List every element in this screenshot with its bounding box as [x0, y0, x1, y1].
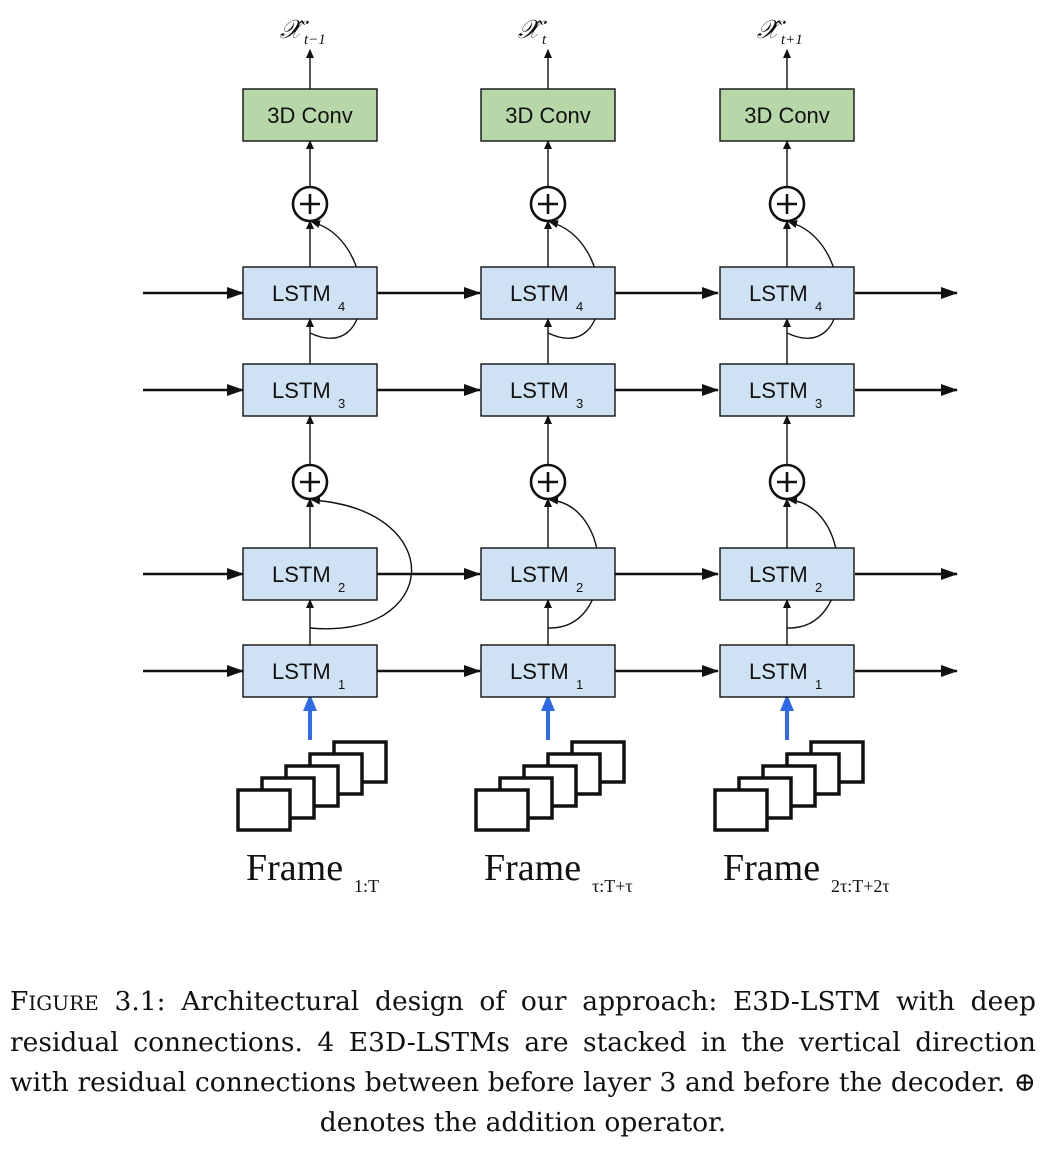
- lstm-block-3: [480, 363, 616, 417]
- lstm-index-2: 2: [815, 580, 822, 595]
- output-subscript: t+1: [781, 32, 803, 48]
- lstm-index-2: 2: [576, 580, 583, 595]
- conv3d-block: [719, 88, 855, 142]
- lstm-index-4: 4: [576, 299, 583, 314]
- lstm-block-4: [480, 266, 616, 320]
- lstm-index-1: 1: [338, 677, 345, 692]
- frame-subscript: 1:T: [354, 876, 379, 896]
- lstm-index-3: 3: [576, 396, 583, 411]
- lstm-label-4: LSTM: [510, 281, 569, 306]
- lstm-index-2: 2: [338, 580, 345, 595]
- lstm-block-4: [242, 266, 378, 320]
- lstm-block-2: [480, 547, 616, 601]
- lstm-index-1: 1: [576, 677, 583, 692]
- lstm-label-2: LSTM: [510, 562, 569, 587]
- lstm-block-2: [719, 547, 855, 601]
- lstm-label-3: LSTM: [272, 378, 331, 403]
- lstm-label-3: LSTM: [510, 378, 569, 403]
- lstm-label-3: LSTM: [749, 378, 808, 403]
- lstm-label-4: LSTM: [272, 281, 331, 306]
- lstm-index-1: 1: [815, 677, 822, 692]
- caption-text: Architectural design of our approach: E3…: [10, 986, 1036, 1138]
- frame-icon: [474, 788, 530, 832]
- lstm-index-3: 3: [338, 396, 345, 411]
- conv3d-block: [242, 88, 378, 142]
- frame-icon: [713, 788, 769, 832]
- conv3d-block: [480, 88, 616, 142]
- figure-caption: Figure 3.1: Architectural design of our …: [10, 982, 1036, 1143]
- blocks: [236, 88, 865, 832]
- lstm-label-4: LSTM: [749, 281, 808, 306]
- lstm-block-1: [242, 644, 378, 698]
- conv3d-label: 3D Conv: [505, 103, 591, 128]
- conv3d-label: 3D Conv: [744, 103, 830, 128]
- frame-label: Frame: [246, 847, 343, 889]
- residual-connection: [309, 496, 413, 630]
- lstm-index-4: 4: [815, 299, 822, 314]
- lstm-label-1: LSTM: [272, 659, 331, 684]
- lstm-block-1: [719, 644, 855, 698]
- figure-label: Figure 3.1:: [10, 986, 166, 1017]
- lstm-label-2: LSTM: [749, 562, 808, 587]
- lstm-block-1: [480, 644, 616, 698]
- frame-icon: [236, 788, 292, 832]
- lstm-block-4: [719, 266, 855, 320]
- frame-subscript: 2τ:T+2τ: [831, 876, 890, 896]
- lstm-label-1: LSTM: [749, 659, 808, 684]
- frame-label: Frame: [484, 847, 581, 889]
- output-subscript: t−1: [304, 32, 326, 48]
- lstm-index-4: 4: [338, 299, 345, 314]
- frame-subscript: τ:T+τ: [592, 876, 633, 896]
- conv3d-label: 3D Conv: [267, 103, 353, 128]
- output-subscript: t: [542, 32, 547, 48]
- lstm-label-1: LSTM: [510, 659, 569, 684]
- frame-label: Frame: [723, 847, 820, 889]
- lstm-block-3: [719, 363, 855, 417]
- lstm-block-3: [242, 363, 378, 417]
- lstm-label-2: LSTM: [272, 562, 331, 587]
- lstm-block-2: [242, 547, 378, 601]
- lstm-index-3: 3: [815, 396, 822, 411]
